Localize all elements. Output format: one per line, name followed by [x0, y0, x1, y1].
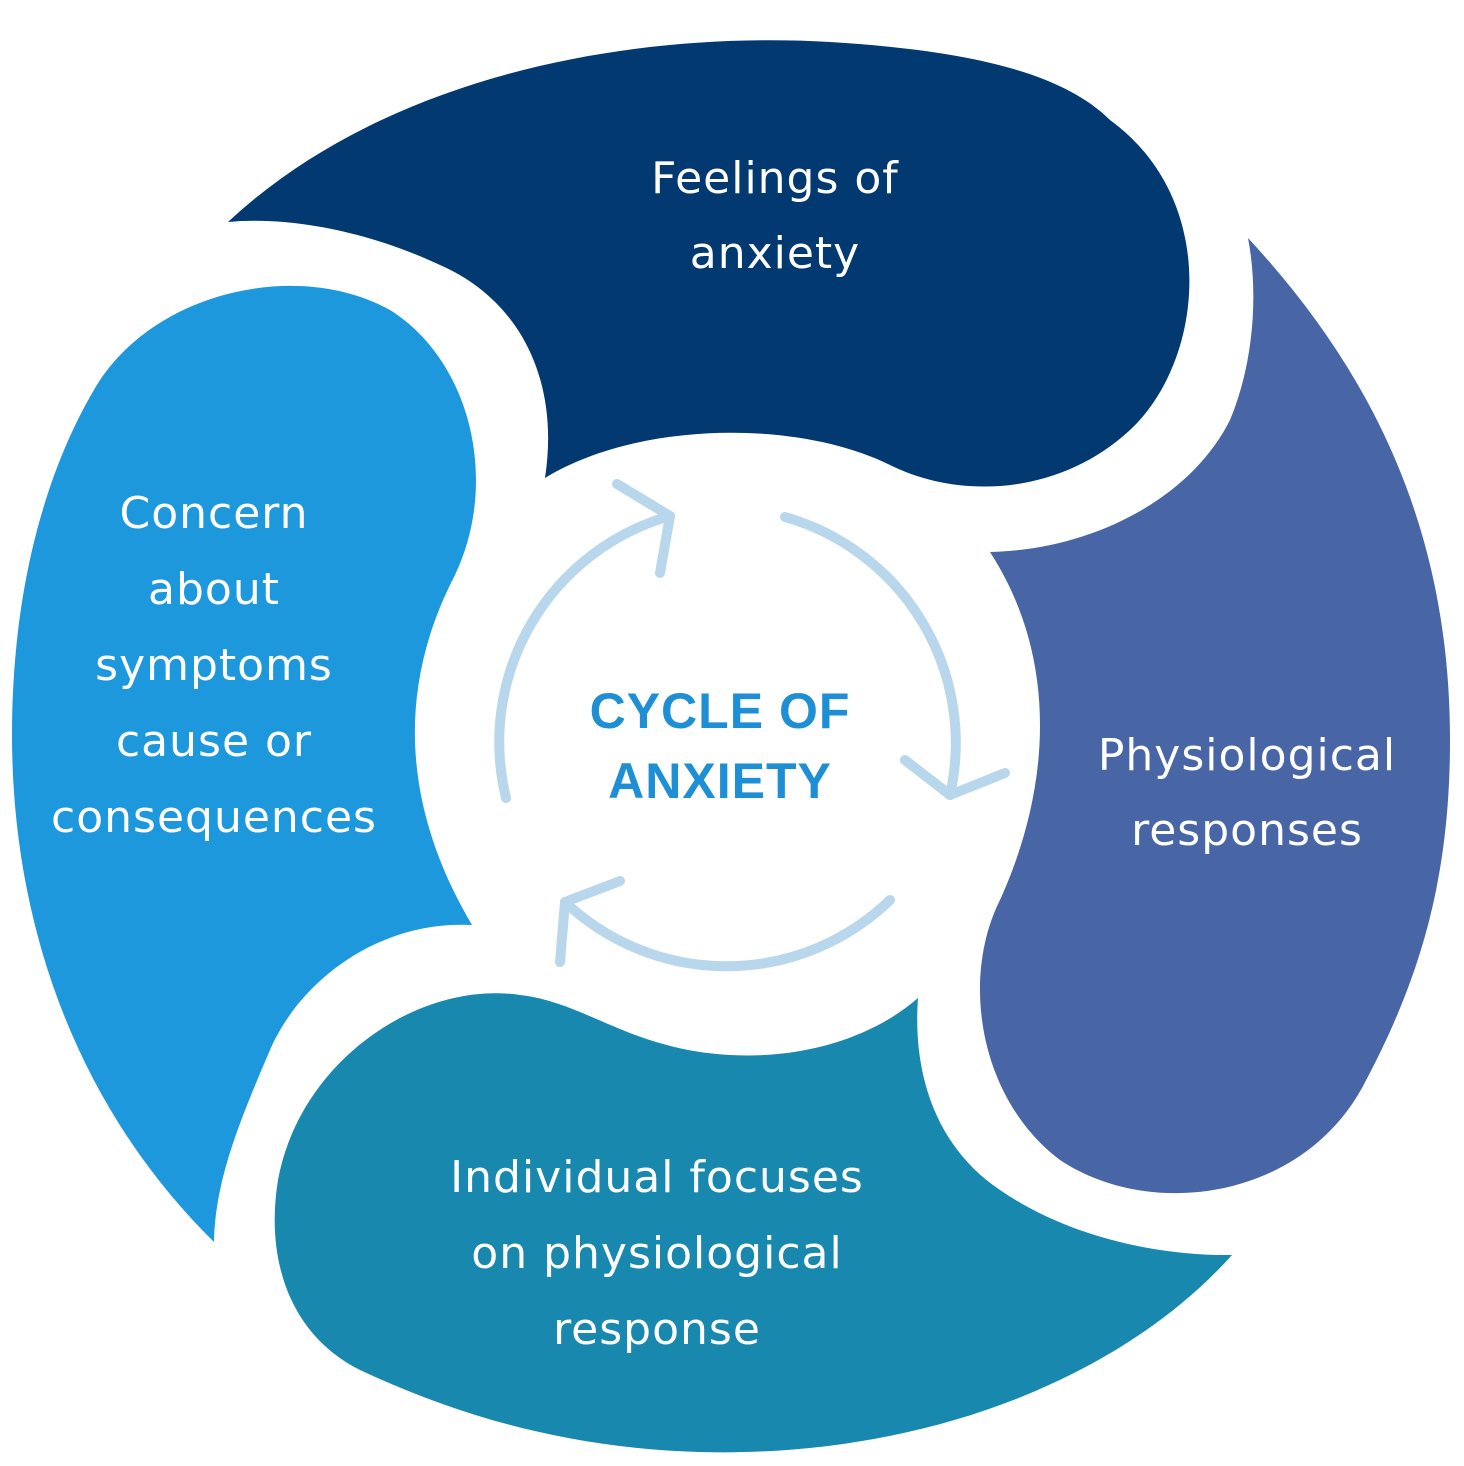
segment-concern-shape	[12, 285, 476, 1242]
arrow-right	[780, 512, 961, 800]
label-focus-line-2: on physiological	[471, 1228, 842, 1279]
label-concern: Concern about symptoms cause or conseque…	[51, 488, 377, 843]
label-physiological-line-1: Physiological	[1098, 730, 1396, 781]
label-concern-line-1: Concern	[120, 488, 309, 539]
arrow-right-head-icon	[900, 755, 1010, 800]
cycle-arrows	[494, 479, 1010, 972]
segment-feelings-shape	[228, 40, 1190, 487]
center-title-line-2: ANXIETY	[608, 753, 832, 809]
arrow-bottom-head-icon	[555, 876, 625, 967]
label-focus: Individual focuses on physiological resp…	[450, 1152, 864, 1355]
label-concern-line-2: about	[148, 564, 280, 615]
label-physiological: Physiological responses	[1098, 730, 1396, 856]
arrow-bottom	[560, 895, 895, 972]
segment-focus-shape	[274, 993, 1232, 1453]
label-feelings-line-2: anxiety	[690, 228, 860, 279]
label-physiological-line-2: responses	[1131, 805, 1363, 856]
label-focus-line-1: Individual focuses	[450, 1152, 864, 1203]
center-title-line-1: CYCLE OF	[590, 683, 851, 739]
label-feelings-line-1: Feelings of	[651, 153, 899, 204]
label-feelings: Feelings of anxiety	[651, 153, 899, 279]
label-concern-line-3: symptoms	[95, 640, 333, 691]
label-focus-line-3: response	[553, 1304, 761, 1355]
label-concern-line-4: cause or	[116, 716, 312, 767]
arrow-top-left-head-icon	[612, 479, 675, 578]
label-concern-line-5: consequences	[51, 792, 377, 843]
arrow-top-left	[494, 511, 675, 803]
segment-physiological-shape	[980, 238, 1450, 1194]
